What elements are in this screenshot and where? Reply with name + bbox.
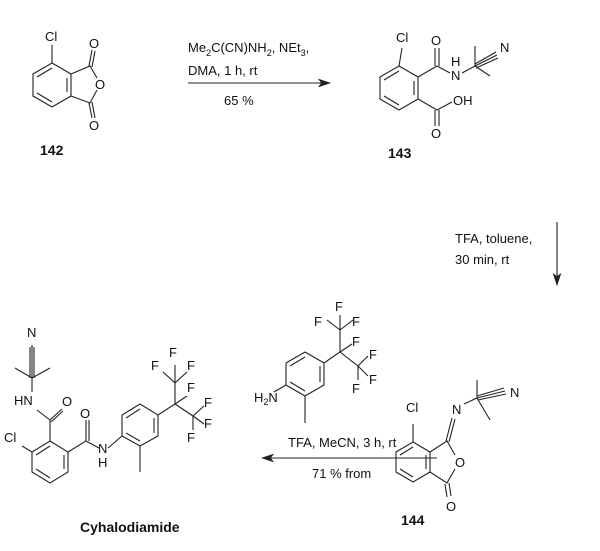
conditions-line-2: DMA, 1 h, rt — [188, 63, 258, 78]
atom-label: N — [510, 385, 519, 400]
atom-label: O — [89, 118, 99, 133]
atom-label: F — [204, 395, 212, 410]
reaction-step-3: TFA, MeCN, 3 h, rt 71 % from — [260, 435, 437, 481]
atom-label: F — [151, 358, 159, 373]
conditions-line-1: TFA, MeCN, 3 h, rt — [288, 435, 397, 450]
atom-label: HN — [14, 393, 33, 408]
atom-label: N — [500, 40, 509, 55]
atom-label: Cl — [4, 430, 16, 445]
atom-label: O — [89, 36, 99, 51]
atom-label: O — [431, 126, 441, 141]
atom-label: F — [187, 430, 195, 445]
atom-label: F — [187, 358, 195, 373]
conditions-line-1: TFA, toluene, — [455, 231, 532, 246]
compound-143: Cl O H N N OH O 143 — [379, 30, 509, 161]
compound-144: Cl N N O O 144 — [395, 380, 519, 528]
conditions-line-2: 30 min, rt — [455, 252, 510, 267]
reaction-step-2: TFA, toluene, 30 min, rt — [455, 222, 562, 287]
compound-cyhalodiamide: Cl HN O N O N H F F F F F F F Cyhalodiam… — [4, 325, 212, 535]
compound-142: Cl O O O 142 — [32, 29, 105, 158]
compound-label: 142 — [40, 142, 64, 158]
atom-label: O — [446, 499, 456, 514]
atom-label: N — [98, 441, 107, 456]
atom-label: O — [62, 394, 72, 409]
atom-label: F — [169, 345, 177, 360]
atom-label: H — [98, 455, 107, 470]
compound-label: 143 — [388, 145, 412, 161]
atom-label: Cl — [406, 400, 418, 415]
compound-label: 144 — [401, 512, 425, 528]
atom-label: N — [27, 325, 36, 340]
atom-label: F — [204, 416, 212, 431]
atom-label: F — [352, 314, 360, 329]
atom-label: F — [314, 314, 322, 329]
atom-label: OH — [453, 93, 473, 108]
atom-label: O — [95, 77, 105, 92]
atom-label: N — [451, 68, 460, 83]
yield: 71 % from — [312, 466, 371, 481]
conditions-line-1: Me2C(CN)NH2, NEt3, — [188, 40, 309, 58]
atom-label: O — [80, 406, 90, 421]
atom-label: F — [352, 334, 360, 349]
atom-label: F — [369, 372, 377, 387]
atom-label: F — [352, 381, 360, 396]
atom-label: F — [187, 380, 195, 395]
atom-label: H — [451, 54, 460, 69]
atom-label: F — [335, 299, 343, 314]
atom-label: H2N — [254, 390, 278, 407]
atom-label: Cl — [396, 30, 408, 45]
compound-label: Cyhalodiamide — [80, 519, 180, 535]
atom-label: O — [431, 33, 441, 48]
reaction-step-1: Me2C(CN)NH2, NEt3, DMA, 1 h, rt 65 % — [188, 40, 332, 108]
atom-label: Cl — [45, 29, 57, 44]
atom-label: F — [369, 347, 377, 362]
yield: 65 % — [224, 93, 254, 108]
aniline-reagent: H2N F F F F F F F — [254, 299, 377, 423]
atom-label: O — [455, 455, 465, 470]
atom-label: N — [452, 402, 461, 417]
